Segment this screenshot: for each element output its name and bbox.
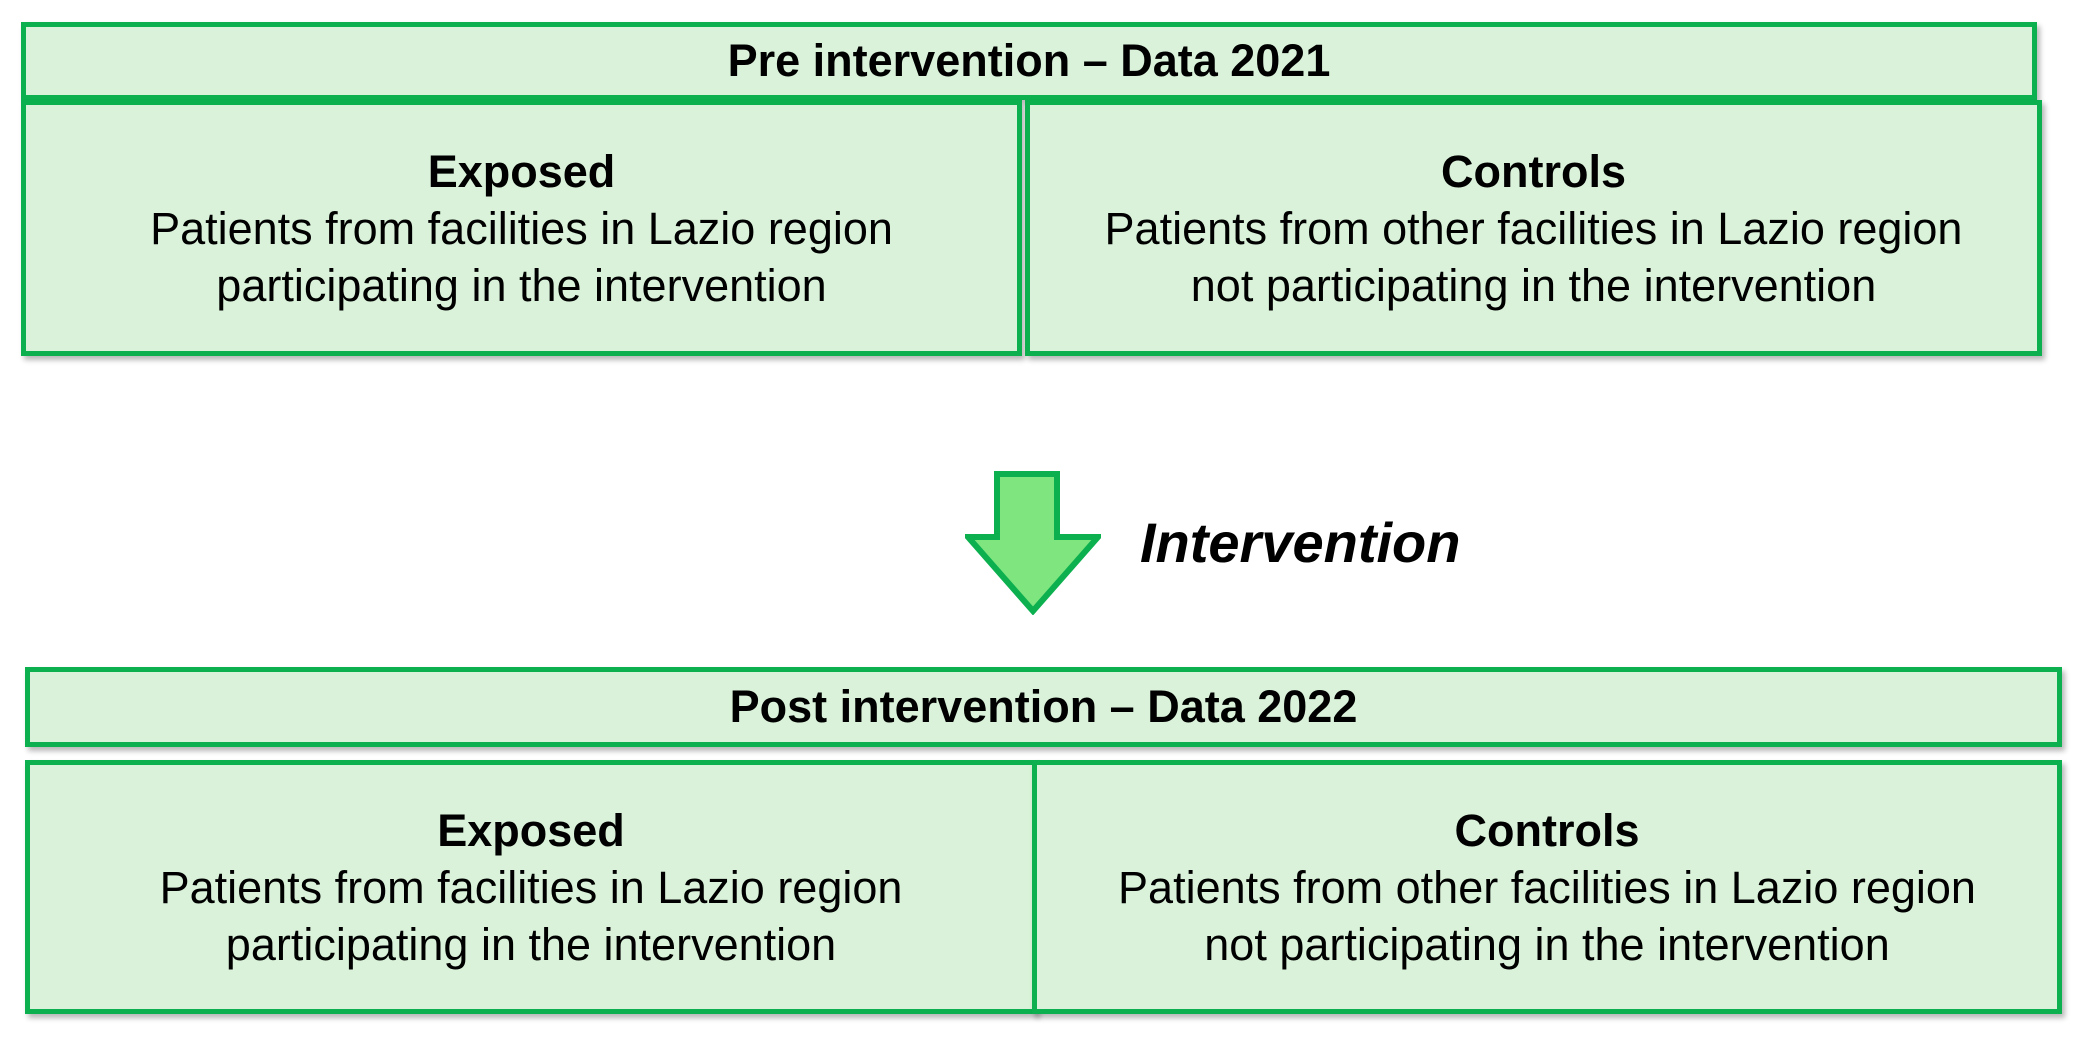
post-exposed-line1: Patients from facilities in Lazio region — [159, 861, 903, 913]
pre-controls-line1: Patients from other facilities in Lazio … — [1104, 202, 1963, 254]
post-intervention-header-label: Post intervention – Data 2022 — [729, 681, 1358, 732]
pre-intervention-header-label: Pre intervention – Data 2021 — [727, 35, 1331, 86]
post-intervention-header: Post intervention – Data 2022 — [25, 667, 2062, 747]
post-controls-line2: not participating in the intervention — [1204, 918, 1890, 970]
post-controls-title: Controls — [1454, 804, 1640, 856]
pre-controls-title: Controls — [1441, 145, 1626, 197]
pre-controls-line2: not participating in the intervention — [1190, 259, 1877, 311]
pre-exposed-line2: participating in the intervention — [216, 259, 827, 311]
pre-exposed-line1: Patients from facilities in Lazio region — [150, 202, 893, 254]
post-controls-box: Controls Patients from other facilities … — [1032, 760, 2062, 1014]
down-arrow-icon — [961, 471, 1105, 616]
post-exposed-title: Exposed — [437, 804, 625, 856]
post-exposed-line2: participating in the intervention — [225, 918, 837, 970]
post-controls-line1: Patients from other facilities in Lazio … — [1118, 861, 1976, 913]
pre-exposed-box: Exposed Patients from facilities in Lazi… — [21, 100, 1022, 356]
pre-controls-box: Controls Patients from other facilities … — [1025, 100, 2042, 356]
post-exposed-box: Exposed Patients from facilities in Lazi… — [25, 760, 1037, 1014]
pre-exposed-title: Exposed — [427, 145, 616, 197]
intervention-label: Intervention — [1140, 511, 1461, 574]
pre-intervention-header: Pre intervention – Data 2021 — [21, 22, 2037, 100]
